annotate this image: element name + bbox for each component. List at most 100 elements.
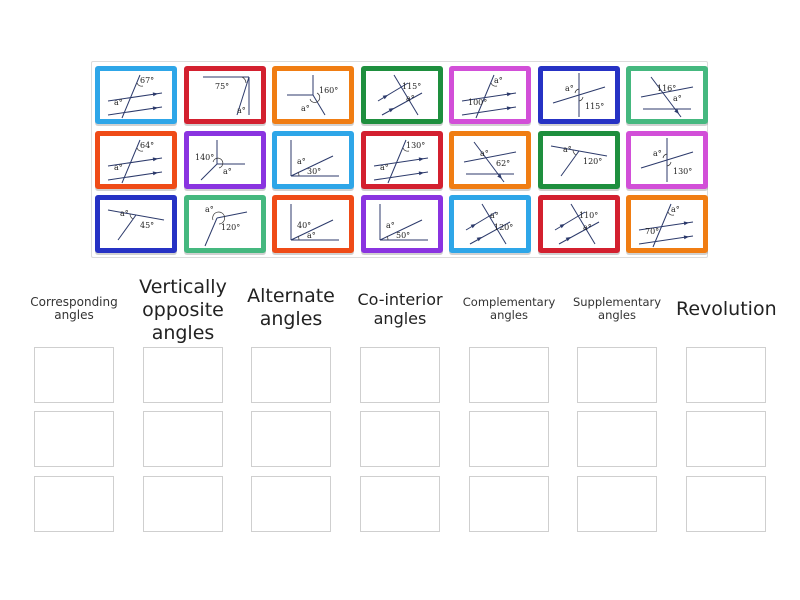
drop-zone[interactable] xyxy=(143,347,223,403)
angle-diagram-icon: a°50° xyxy=(379,204,428,241)
angle-label: 130° xyxy=(406,141,425,150)
angle-diagram-icon: 40°a° xyxy=(290,204,339,241)
angle-card[interactable]: a° 120° xyxy=(449,195,531,253)
angle-diagram-icon: 115° a° xyxy=(377,74,422,116)
angle-card[interactable]: a°120° xyxy=(537,130,620,189)
angle-label: a° xyxy=(114,163,123,172)
drop-zone[interactable] xyxy=(577,411,657,467)
angle-diagram-icon: a°130° xyxy=(640,137,694,182)
angle-diagram-icon: 140° a° xyxy=(195,139,245,180)
drop-zone[interactable] xyxy=(34,411,114,467)
angle-card[interactable]: a°100° xyxy=(449,66,531,124)
angle-label: a° xyxy=(490,211,499,220)
angle-diagram-icon: 67°a° xyxy=(107,74,163,119)
angle-label: a° xyxy=(565,84,574,93)
drop-zone[interactable] xyxy=(469,347,549,403)
drop-zone[interactable] xyxy=(577,476,657,532)
angle-diagram-icon: 116°a° xyxy=(640,76,694,118)
angle-card[interactable]: 110°a° xyxy=(537,195,620,253)
drop-zone[interactable] xyxy=(360,411,440,467)
angle-card[interactable]: a° 115° xyxy=(537,66,620,124)
angle-diagram-icon: a°30° xyxy=(290,139,339,176)
angle-diagram-icon: a°100° xyxy=(461,74,517,119)
angle-card[interactable]: 140° a° xyxy=(183,130,266,189)
angle-card[interactable]: a°45° xyxy=(95,195,177,253)
angle-diagram-icon: 130° a° xyxy=(373,139,428,183)
angle-diagram-icon: 64° a° xyxy=(107,139,163,183)
angle-card[interactable]: 130° a° xyxy=(360,130,443,189)
angle-diagram-icon: 110°a° xyxy=(554,203,599,245)
angle-card[interactable]: 67°a° xyxy=(95,66,177,124)
angle-card[interactable]: 115° a° xyxy=(360,66,443,124)
angle-card[interactable]: a° 120° xyxy=(183,195,266,253)
angle-label: 45° xyxy=(140,221,154,230)
angle-label: 30° xyxy=(307,167,321,176)
drop-zone[interactable] xyxy=(686,347,766,403)
angle-label: a° xyxy=(406,94,415,103)
category-label: Vertically opposite angles xyxy=(139,276,227,344)
angle-label: a° xyxy=(563,145,572,154)
angle-label: 140° xyxy=(195,153,214,162)
angle-label: 120° xyxy=(494,223,513,232)
angle-label: 67° xyxy=(140,76,154,85)
angle-label: a° xyxy=(223,167,232,176)
angle-label: 40° xyxy=(297,221,311,230)
angle-diagram-icon: 160°a° xyxy=(287,75,338,116)
angle-label: 120° xyxy=(221,223,240,232)
drop-zone[interactable] xyxy=(34,347,114,403)
angle-diagram-icon: a° 120° xyxy=(204,205,247,247)
angle-label: a° xyxy=(653,149,662,158)
angle-diagram-icon: a°45° xyxy=(107,209,165,241)
drop-zone[interactable] xyxy=(34,476,114,532)
angle-card[interactable]: 116°a° xyxy=(626,66,708,124)
angle-card[interactable]: a°130° xyxy=(626,130,708,189)
angle-card[interactable]: 64° a° xyxy=(95,130,177,189)
angle-label: a° xyxy=(480,149,489,158)
category-label: Co-interior angles xyxy=(357,290,443,329)
drop-zone[interactable] xyxy=(143,411,223,467)
category-label: Corresponding angles xyxy=(30,295,118,323)
angle-card[interactable]: a° 70° xyxy=(626,195,708,253)
angle-label: 115° xyxy=(585,102,604,111)
angle-diagram-icon: a° 115° xyxy=(552,73,605,117)
angle-label: a° xyxy=(301,104,310,113)
angle-label: a° xyxy=(671,205,680,214)
category-label: Complementary angles xyxy=(462,295,556,322)
angle-label: 50° xyxy=(396,231,410,240)
angle-label: 62° xyxy=(496,159,510,168)
angle-label: a° xyxy=(237,106,246,115)
angle-card[interactable]: 40°a° xyxy=(272,195,354,253)
angle-diagram-icon: 75°a° xyxy=(202,76,249,116)
angle-label: 64° xyxy=(140,141,154,150)
drop-zone[interactable] xyxy=(469,411,549,467)
drop-zone[interactable] xyxy=(686,411,766,467)
drop-zone[interactable] xyxy=(686,476,766,532)
angle-card[interactable]: a° 62° xyxy=(449,130,531,189)
angle-label: 70° xyxy=(645,227,659,236)
angle-label: a° xyxy=(386,221,395,230)
drop-zone[interactable] xyxy=(469,476,549,532)
drop-zone[interactable] xyxy=(251,347,331,403)
angle-label: a° xyxy=(307,231,316,240)
angle-card[interactable]: 75°a° xyxy=(183,66,266,124)
angle-label: a° xyxy=(297,157,306,166)
category-label: Alternate angles xyxy=(247,285,335,330)
drop-zone[interactable] xyxy=(577,347,657,403)
angle-label: a° xyxy=(380,163,389,172)
angle-card[interactable]: a°50° xyxy=(360,195,443,253)
drop-zone[interactable] xyxy=(360,476,440,532)
drop-zone[interactable] xyxy=(251,476,331,532)
angle-label: 110° xyxy=(579,211,598,220)
angle-label: 100° xyxy=(468,98,487,107)
angle-diagram-icon: a°120° xyxy=(550,145,607,176)
angle-diagram-icon: a° 120° xyxy=(465,203,513,245)
drop-zone[interactable] xyxy=(143,476,223,532)
drop-zone[interactable] xyxy=(360,347,440,403)
angle-card[interactable]: a°30° xyxy=(272,130,354,189)
category-label: Revolution xyxy=(676,298,777,320)
drop-zone[interactable] xyxy=(251,411,331,467)
angle-card[interactable]: 160°a° xyxy=(272,66,354,124)
angle-label: 116° xyxy=(657,84,676,93)
angle-label: a° xyxy=(205,205,214,214)
angle-label: 115° xyxy=(402,82,421,91)
